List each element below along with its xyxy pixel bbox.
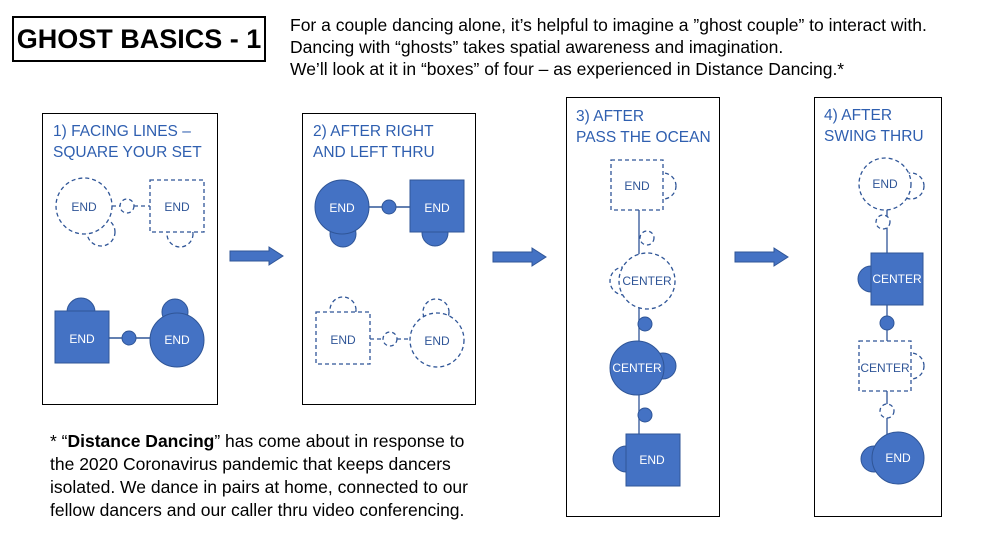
- ghost-dancer-end: [315, 311, 371, 365]
- dancer-end-square: [54, 310, 110, 364]
- dancer-label: END: [329, 201, 355, 215]
- ghost-hand: [875, 214, 891, 230]
- intro-line: For a couple dancing alone, it’s helpful…: [290, 15, 927, 35]
- arrow-right-icon: [229, 246, 284, 266]
- intro-line: We’ll look at it in “boxes” of four – as…: [290, 59, 845, 79]
- dancer-label: CENTER: [622, 274, 672, 288]
- ghost-dancer-end: [409, 312, 465, 368]
- footnote-line: fellow dancers and our caller thru video…: [50, 500, 465, 520]
- dancer-center-square: [870, 252, 924, 306]
- panel-right-and-left-thru: 2) AFTER RIGHT AND LEFT THRU END END END…: [302, 113, 476, 405]
- dancer-label: END: [71, 200, 97, 214]
- ghost-hand: [879, 403, 895, 419]
- ghost-hand: [382, 331, 398, 347]
- footnote-line: the 2020 Coronavirus pandemic that keeps…: [50, 454, 451, 474]
- footnote-lead: * “: [50, 431, 68, 451]
- ghost-dancer-end: [610, 159, 664, 211]
- panel-label-line: SQUARE YOUR SET: [53, 144, 202, 161]
- ghost-dancer-center: [618, 252, 676, 310]
- dancer-label: CENTER: [612, 361, 662, 375]
- dancer-label: END: [885, 451, 911, 465]
- footnote-line: isolated. We dance in pairs at home, con…: [50, 477, 468, 497]
- arrow-right-icon: [492, 247, 547, 267]
- hand: [381, 199, 397, 215]
- dancer-end-circle: [871, 431, 925, 485]
- dancer-label: CENTER: [872, 272, 922, 286]
- footnote-line: * “Distance Dancing” has come about in r…: [50, 430, 520, 453]
- hand: [637, 407, 653, 423]
- ghost-dancer-end: [149, 179, 205, 233]
- ghost-dancer-center: [858, 340, 912, 392]
- ghost-hand: [639, 230, 655, 246]
- ghost-dancer-head: [897, 172, 925, 200]
- page-title: GHOST BASICS - 1: [12, 16, 266, 62]
- panel-label-line: 4) AFTER: [824, 107, 893, 124]
- ghost-dancer-head: [329, 296, 357, 324]
- panel-label-line: 2) AFTER RIGHT: [313, 123, 434, 140]
- dancer-label: END: [69, 332, 95, 346]
- hand: [637, 316, 653, 332]
- footnote-bold-term: Distance Dancing: [67, 431, 215, 451]
- panel-diagram: END END END END: [54, 177, 205, 368]
- dancer-label: CENTER: [860, 361, 910, 375]
- hand: [121, 330, 137, 346]
- panel-facing-lines: 1) FACING LINES – SQUARE YOUR SET END EN…: [42, 113, 218, 405]
- dancer-end-circle: [149, 312, 205, 368]
- panel-label-line: SWING THRU: [824, 128, 924, 145]
- dancer-end-square: [625, 433, 681, 487]
- dancer-center-circle: [609, 340, 665, 396]
- panel-label-line: 3) AFTER: [576, 108, 645, 125]
- dancer-label: END: [624, 179, 650, 193]
- dancer-label: END: [164, 200, 190, 214]
- footnote: * “Distance Dancing” has come about in r…: [50, 430, 520, 522]
- dancer-label: END: [639, 453, 665, 467]
- dancer-label: END: [424, 201, 450, 215]
- panel-label-line: 1) FACING LINES –: [53, 123, 191, 140]
- panel-label-line: PASS THE OCEAN: [576, 129, 711, 146]
- panel-diagram: END END END END: [314, 179, 465, 368]
- arrow-right-icon: [734, 247, 789, 267]
- ghost-dancer-head: [422, 298, 450, 326]
- ghost-hand: [119, 198, 135, 214]
- panel-swing-thru: 4) AFTER SWING THRU END CENTER CENTER: [814, 97, 942, 517]
- dancer-end-square: [409, 179, 465, 233]
- panel-pass-the-ocean: 3) AFTER PASS THE OCEAN END CENTER CENTE…: [566, 97, 720, 517]
- dancer-label: END: [872, 177, 898, 191]
- dancer-label: END: [424, 334, 450, 348]
- panel-label: 3) AFTER PASS THE OCEAN: [576, 106, 711, 148]
- panel-label: 2) AFTER RIGHT AND LEFT THRU: [313, 121, 435, 163]
- ghost-dancer-end: [858, 157, 912, 211]
- panel-label: 1) FACING LINES – SQUARE YOUR SET: [53, 121, 202, 163]
- ghost-dancer-head: [897, 352, 925, 380]
- panel-label-line: AND LEFT THRU: [313, 144, 435, 161]
- panel-label: 4) AFTER SWING THRU: [824, 105, 924, 147]
- intro-text: For a couple dancing alone, it’s helpful…: [290, 14, 995, 80]
- panel-diagram: END CENTER CENTER END: [609, 159, 681, 487]
- ghost-dancer-hip: [166, 220, 194, 248]
- footnote-text: ” has come about in response to: [214, 431, 465, 451]
- ghost-dancer-head: [649, 172, 677, 200]
- panel-diagram: END CENTER CENTER END: [857, 157, 925, 485]
- hand: [879, 315, 895, 331]
- dancer-label: END: [330, 333, 356, 347]
- intro-line: Dancing with “ghosts” takes spatial awar…: [290, 37, 784, 57]
- dancer-label: END: [164, 333, 190, 347]
